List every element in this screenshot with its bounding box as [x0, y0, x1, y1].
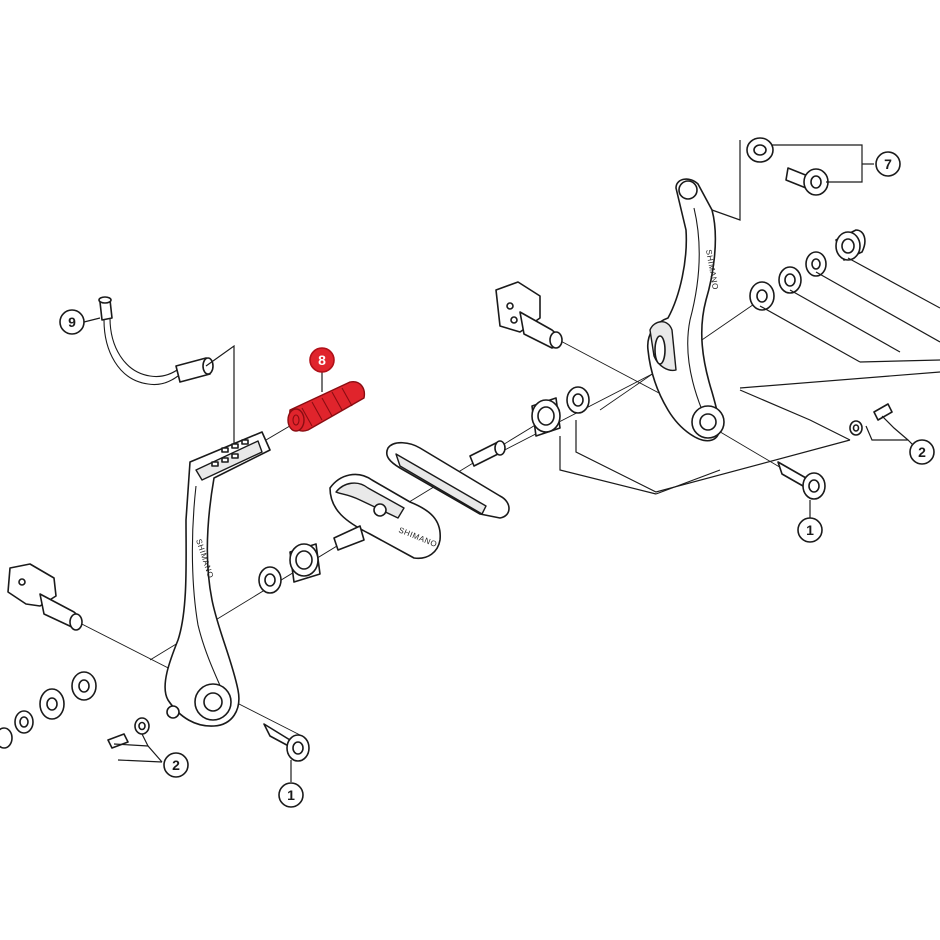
- callout-8-highlighted[interactable]: 8: [309, 347, 335, 373]
- right-spring-screw: [849, 403, 893, 436]
- callout-1-left-label: 1: [287, 787, 295, 803]
- right-mounting-post: [495, 281, 563, 349]
- leader-lines: [83, 140, 940, 782]
- callout-2-right[interactable]: 2: [909, 439, 935, 465]
- left-brake-pad: SHIMANO: [329, 473, 441, 560]
- left-pad-washers: [258, 543, 321, 594]
- center-brake-pad: [385, 440, 510, 519]
- left-washer-stack: [0, 671, 97, 749]
- left-pivot-bolt: [263, 723, 310, 762]
- callout-7[interactable]: 7: [875, 151, 901, 177]
- callout-2-left-label: 2: [172, 757, 180, 773]
- callout-1-right[interactable]: 1: [797, 517, 823, 543]
- callout-8-label: 8: [318, 352, 326, 368]
- highlighted-part-8: [287, 381, 366, 432]
- callout-1-right-label: 1: [806, 522, 814, 538]
- callout-2-right-label: 2: [918, 444, 926, 460]
- left-mounting-post: [7, 563, 83, 631]
- callout-9-label: 9: [68, 314, 76, 330]
- cable-lead-pipe: [98, 296, 214, 386]
- left-spring-screw: [107, 717, 150, 749]
- right-upper-washer-stack: [749, 229, 866, 311]
- right-brake-arm: SHIMANO: [646, 178, 725, 442]
- callout-2-left[interactable]: 2: [163, 752, 189, 778]
- callout-1-left[interactable]: 1: [278, 782, 304, 808]
- callout-7-label: 7: [884, 156, 892, 172]
- left-brake-arm: SHIMANO: [164, 431, 271, 727]
- right-pad-washers: [531, 386, 590, 437]
- cable-clamp-bolt: [746, 137, 829, 196]
- callout-9[interactable]: 9: [59, 309, 85, 335]
- right-pivot-bolt: [777, 461, 826, 500]
- lead-pipe-to-arm-line: [205, 344, 235, 444]
